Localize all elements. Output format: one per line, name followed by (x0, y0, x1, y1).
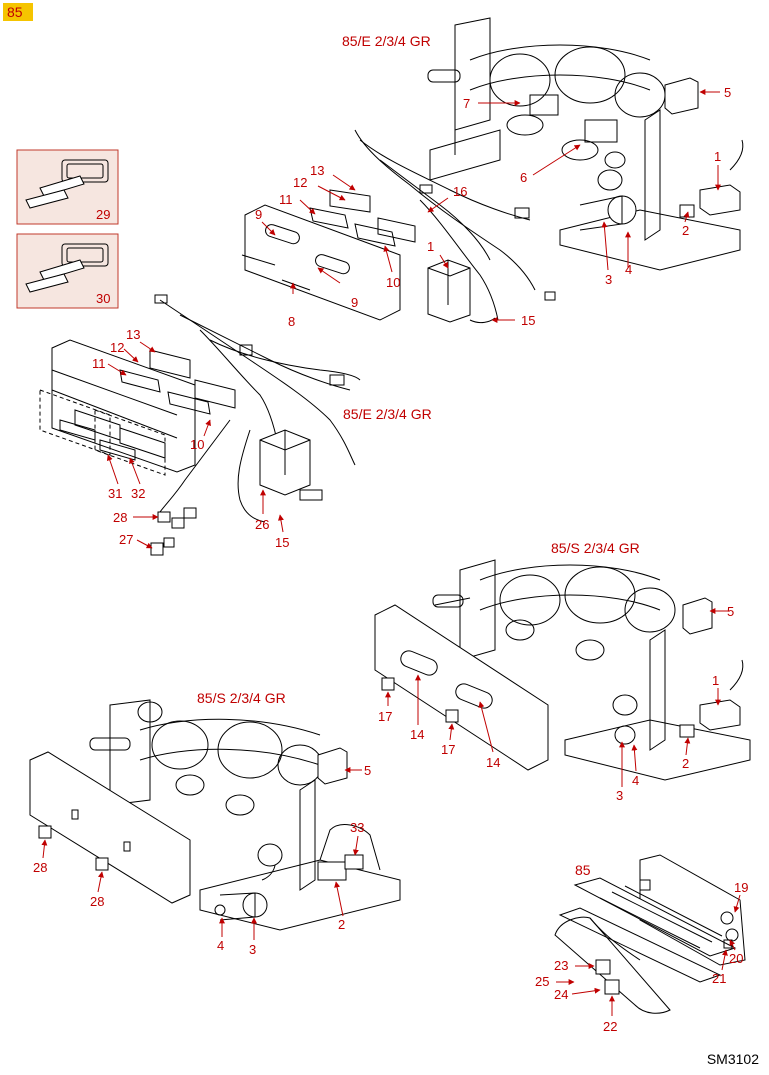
document-code: SM3102 (706, 1051, 759, 1067)
callout-2b: 2 (682, 756, 689, 771)
callout-1c: 1 (712, 673, 719, 688)
callout-11a: 11 (279, 192, 293, 207)
callout-9a: 9 (255, 207, 262, 222)
callout-24: 24 (554, 987, 568, 1002)
callout-5c: 5 (364, 763, 371, 778)
callout-5a: 5 (724, 85, 731, 100)
callout-2a: 2 (682, 223, 689, 238)
callout-3a: 3 (605, 272, 612, 287)
callout-12a: 12 (293, 175, 307, 190)
callout-8: 8 (288, 314, 295, 329)
callout-28b: 28 (33, 860, 47, 875)
callout-27: 27 (119, 532, 133, 547)
callout-31: 31 (108, 486, 122, 501)
machine-85s-right: 85/S 2/3/4 GR (374, 540, 751, 781)
callout-1a: 1 (714, 149, 721, 164)
page-number-badge: 85 (3, 3, 33, 21)
title-85-small: 85 (575, 862, 591, 878)
machine-85e-top: 85/E 2/3/4 GR (342, 17, 744, 271)
label-29: 29 (96, 207, 110, 222)
callout-13b: 13 (126, 327, 140, 342)
detail-85-small: 85 (554, 854, 746, 1014)
callout-17a: 17 (378, 709, 392, 724)
title-85s-left: 85/S 2/3/4 GR (197, 690, 286, 706)
callout-4b: 4 (632, 773, 639, 788)
inset-29: 29 (16, 149, 119, 225)
callout-16: 16 (453, 184, 467, 199)
callout-15b: 15 (275, 535, 289, 550)
callout-3c: 3 (249, 942, 256, 957)
callout-20: 20 (729, 951, 743, 966)
title-85e-mid: 85/E 2/3/4 GR (343, 406, 432, 422)
callout-14b: 14 (486, 755, 500, 770)
title-85s-right: 85/S 2/3/4 GR (551, 540, 640, 556)
callout-28a: 28 (113, 510, 127, 525)
callout-23: 23 (554, 958, 568, 973)
callout-4c: 4 (217, 938, 224, 953)
callout-33: 33 (350, 820, 364, 835)
callout-11b: 11 (92, 356, 106, 371)
callout-22: 22 (603, 1019, 617, 1034)
callout-12b: 12 (110, 340, 124, 355)
callout-5b: 5 (727, 604, 734, 619)
callout-1b: 1 (427, 239, 434, 254)
front-panel-85e-top (241, 129, 556, 324)
callout-25: 25 (535, 974, 549, 989)
callout-4a: 4 (625, 262, 632, 277)
callout-7: 7 (463, 96, 470, 111)
callout-28c: 28 (90, 894, 104, 909)
callout-labels: 5 1 2 3 4 6 7 8 9 9 10 11 12 13 16 1 15 … (33, 85, 748, 1034)
label-30: 30 (96, 291, 110, 306)
callout-15a: 15 (521, 313, 535, 328)
callout-10b: 10 (190, 437, 204, 452)
inset-30: 30 (16, 233, 119, 309)
callout-9b: 9 (351, 295, 358, 310)
machine-85s-left: 85/S 2/3/4 GR (29, 690, 401, 931)
assembly-85e-mid: 85/E 2/3/4 GR (39, 294, 432, 556)
callout-26: 26 (255, 517, 269, 532)
callout-17b: 17 (441, 742, 455, 757)
callout-2c: 2 (338, 917, 345, 932)
callout-19: 19 (734, 880, 748, 895)
callout-10a: 10 (386, 275, 400, 290)
callout-6: 6 (520, 170, 527, 185)
callout-14a: 14 (410, 727, 424, 742)
callout-3b: 3 (616, 788, 623, 803)
leader-lines (41, 89, 741, 1016)
callout-13a: 13 (310, 163, 324, 178)
title-85e-top: 85/E 2/3/4 GR (342, 33, 431, 49)
callout-21: 21 (712, 971, 726, 986)
callout-32: 32 (131, 486, 145, 501)
page-number: 85 (7, 4, 23, 20)
